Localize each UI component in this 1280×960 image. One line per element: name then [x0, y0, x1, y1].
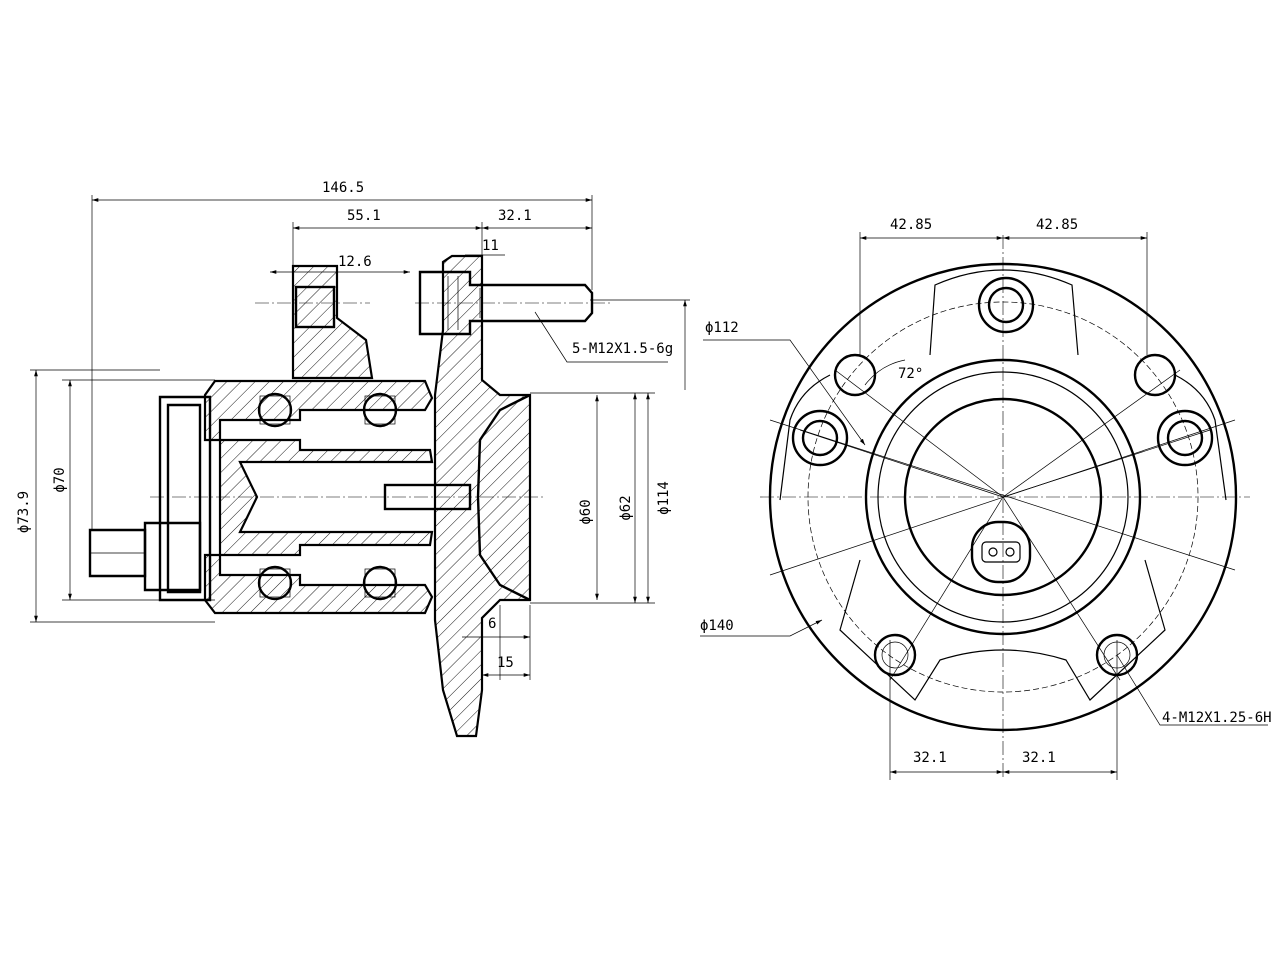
bearing-ball [362, 565, 398, 601]
ball-cage [364, 568, 396, 598]
dim-11: 11 [482, 238, 499, 254]
hub-bore [903, 397, 1103, 597]
ball-cage [259, 568, 291, 598]
stud-spec-leader [534, 311, 668, 363]
small-hole [1133, 353, 1177, 397]
knuckle-upper-section [203, 379, 434, 442]
bearing-balls [257, 392, 398, 601]
dim-12-6: 12.6 [338, 254, 372, 270]
angle-label: 72° [898, 366, 923, 382]
dim-112-leader [703, 339, 866, 446]
front-view: 72° 42.85 42.85 32.1 32.1 ϕ112 ϕ140 4-M1… [700, 217, 1272, 780]
dim-146-5: 146.5 [322, 180, 364, 196]
bolt-pcd-circle [807, 301, 1199, 693]
spindle-section [218, 438, 434, 557]
mount-bore [294, 285, 336, 329]
radial-line [1002, 496, 1121, 681]
sensor-cap-inner [166, 403, 202, 594]
radial-line [769, 419, 1236, 576]
thread-spec-leader [1116, 654, 1268, 726]
sensor-connector [88, 528, 147, 578]
mount-ear-section [291, 264, 374, 380]
bearing-ball [257, 392, 293, 428]
dim-112: ϕ112 [705, 320, 739, 336]
sensor-pin [988, 547, 998, 557]
bearing-ball [362, 392, 398, 428]
dim-62: ϕ62 [618, 495, 634, 520]
sensor-body [143, 521, 202, 592]
hub-flange-section [433, 254, 532, 738]
angle-arc [864, 359, 906, 386]
side-section-view: 146.5 55.1 32.1 11 12.6 5-M12X1.5-6g ϕ11… [16, 180, 690, 738]
center-pin [383, 483, 472, 511]
stud-holes [791, 276, 1214, 467]
dim-42-85-right: 42.85 [1036, 217, 1078, 233]
dim-140: ϕ140 [700, 618, 734, 634]
bearing-ball [257, 565, 293, 601]
stud-hole-inner [987, 286, 1025, 324]
sensor-outline [970, 520, 1032, 584]
dim-60: ϕ60 [578, 499, 594, 524]
thread-spec: 4-M12X1.25-6H [1162, 710, 1272, 726]
wheel-stud [418, 270, 594, 336]
radial-line [769, 419, 1236, 571]
dim-32-1-right: 32.1 [1022, 750, 1056, 766]
abs-sensor [88, 395, 212, 602]
small-hole [833, 353, 877, 397]
sensor-plug [981, 541, 1021, 563]
ball-cage [259, 395, 291, 425]
stud-hole [791, 409, 849, 467]
flange-outer-circle [768, 262, 1238, 732]
dim-32-1-left: 32.1 [913, 750, 947, 766]
hub-inner-relief [476, 393, 531, 602]
dim-55-1: 55.1 [347, 208, 381, 224]
stud-hole [977, 276, 1035, 334]
dim-114: ϕ114 [656, 481, 672, 515]
sensor-pin [1005, 547, 1015, 557]
radial-lines [769, 369, 1236, 681]
ball-cage [364, 395, 396, 425]
radial-line [799, 429, 1004, 498]
dim-15: 15 [497, 655, 514, 671]
threaded-hole [873, 633, 917, 677]
dim-42-85-left: 42.85 [890, 217, 932, 233]
dim-73-9: ϕ73.9 [16, 491, 32, 533]
stud-hole [1156, 409, 1214, 467]
dim-6: 6 [488, 616, 496, 632]
knuckle-lower-section [203, 553, 434, 615]
radial-line [834, 369, 1004, 498]
threaded-hole-inner [881, 641, 909, 669]
radial-line [889, 496, 1004, 681]
hub-ring-mid [877, 371, 1129, 623]
stud-hole-inner [1166, 419, 1204, 457]
dim-140-leader [700, 619, 823, 637]
abs-sensor-front [970, 520, 1032, 584]
flange-ribs [779, 269, 1227, 701]
stud-hole-inner [801, 419, 839, 457]
radial-line [1002, 369, 1181, 498]
dim-70: ϕ70 [52, 467, 68, 492]
dim-32-1: 32.1 [498, 208, 532, 224]
stud-spec: 5-M12X1.5-6g [572, 341, 673, 357]
hub-ring-outer [864, 358, 1142, 636]
